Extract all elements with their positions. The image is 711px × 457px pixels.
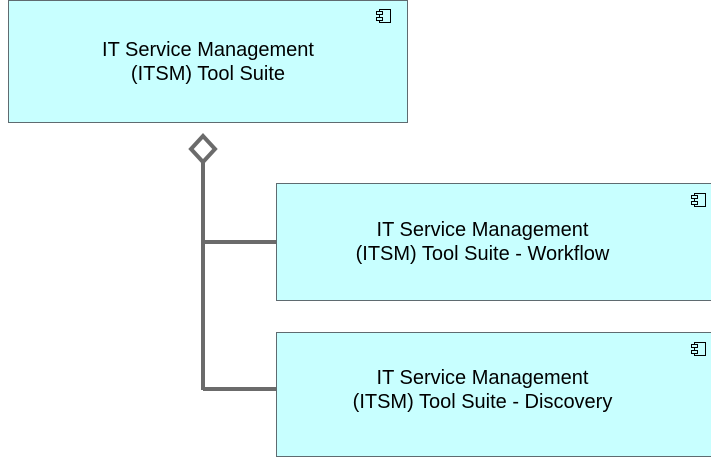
component-label-line-1: IT Service Management — [376, 219, 589, 241]
component-itsm-tool-suite-discovery[interactable]: IT Service Management (ITSM) Tool Suite … — [276, 332, 711, 457]
component-icon — [376, 9, 391, 23]
aggregation-diamond-icon — [188, 133, 218, 165]
component-icon — [691, 342, 706, 356]
component-label: IT Service Management (ITSM) Tool Suite … — [356, 218, 610, 266]
component-itsm-tool-suite-workflow[interactable]: IT Service Management (ITSM) Tool Suite … — [276, 183, 711, 301]
component-label-line-2: (ITSM) Tool Suite — [130, 62, 286, 85]
component-label: IT Service Management (ITSM) Tool Suite — [102, 38, 314, 86]
component-icon — [691, 193, 706, 207]
component-label: IT Service Management (ITSM) Tool Suite … — [353, 366, 613, 414]
component-label-line-2: (ITSM) Tool Suite - Workflow — [355, 243, 610, 265]
component-itsm-tool-suite[interactable]: IT Service Management (ITSM) Tool Suite — [8, 0, 408, 123]
component-label-line-2: (ITSM) Tool Suite - Discovery — [352, 390, 613, 413]
component-label-line-1: IT Service Management — [102, 38, 314, 61]
component-label-line-1: IT Service Management — [376, 366, 589, 389]
